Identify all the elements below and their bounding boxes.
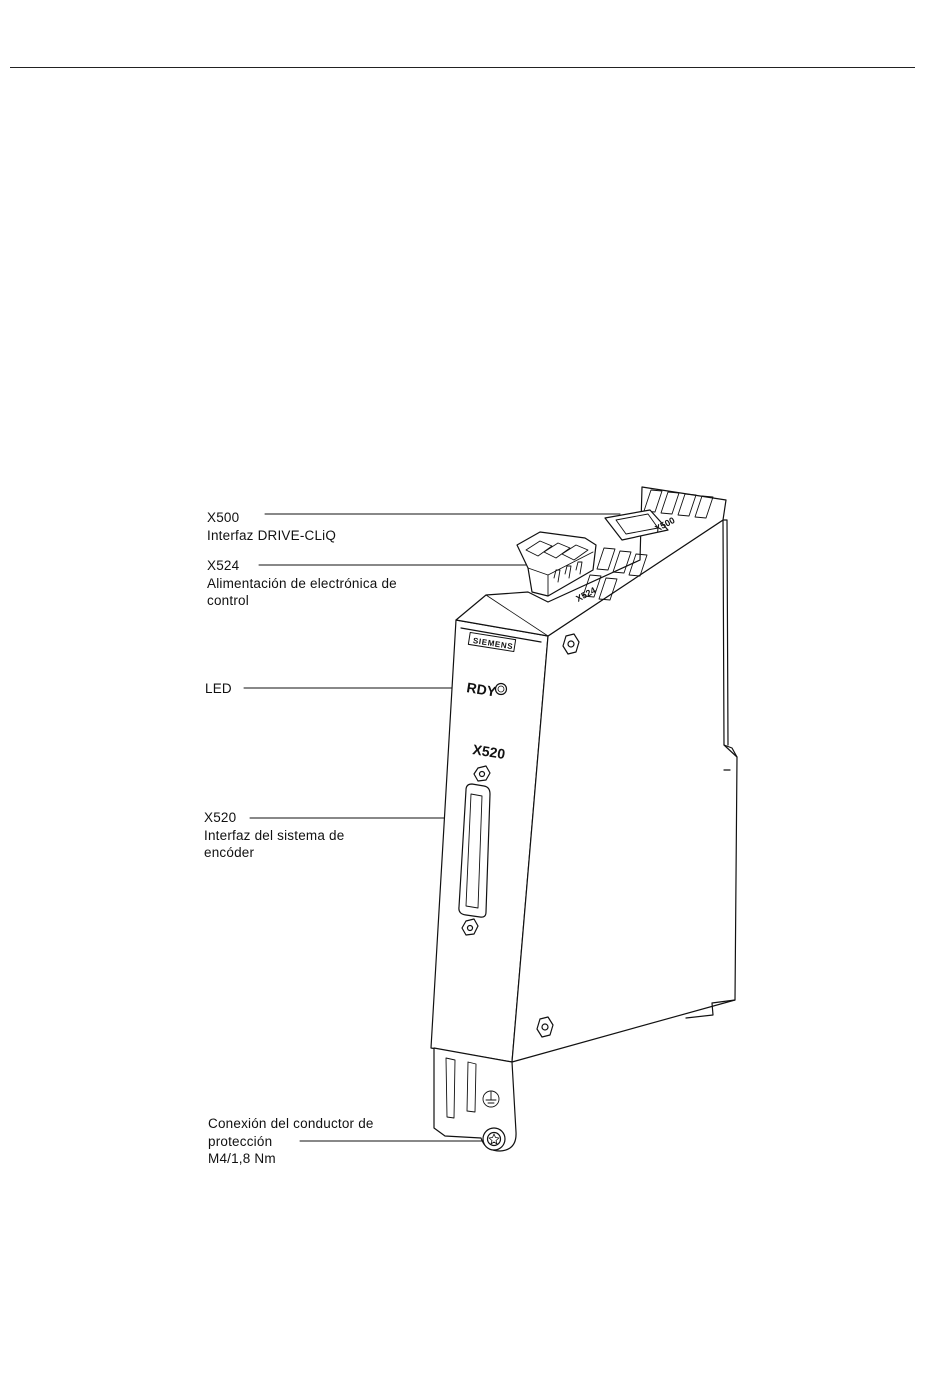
ground-bracket [434, 1048, 516, 1151]
rdy-led [496, 684, 507, 695]
ground-screw-icon [483, 1128, 505, 1150]
